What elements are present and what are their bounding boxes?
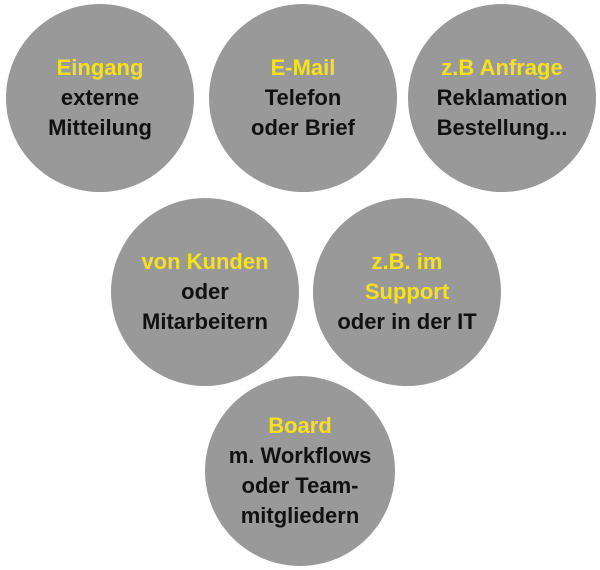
circle-body-text: mitgliedern (240, 503, 360, 528)
circle-support: z.B. im Support oder in der IT (313, 198, 501, 386)
circle-body-text: Bestellung... (436, 115, 568, 140)
circle-board: Board m. Workflows oder Team- mitglieder… (205, 376, 395, 566)
circle-highlight-text: E-Mail (270, 55, 336, 80)
circle-body-text: oder Team- (241, 473, 359, 498)
circle-highlight-text: von Kunden (141, 249, 269, 274)
circle-body-text: externe (60, 85, 140, 110)
circle-body-text: oder Brief (251, 115, 355, 140)
circle-highlight-text: z.B Anfrage (441, 55, 563, 80)
circle-body-text: Mitteilung (48, 115, 152, 140)
circle-body-text: m. Workflows (228, 443, 372, 468)
circle-body-text: Reklamation (436, 85, 568, 110)
circle-highlight-text: Board (268, 413, 332, 438)
circle-highlight-text: Eingang (56, 55, 144, 80)
circle-kunden: von Kunden oder Mitarbeitern (111, 198, 299, 386)
circle-email: E-Mail Telefon oder Brief (209, 4, 397, 192)
circle-eingang: Eingang externe Mitteilung (6, 4, 194, 192)
circle-anfrage: z.B Anfrage Reklamation Bestellung... (408, 4, 596, 192)
circle-body-text: oder in der IT (337, 309, 477, 334)
circle-highlight-text: z.B. im (371, 249, 443, 274)
circle-body-text: Mitarbeitern (142, 309, 268, 334)
circle-body-text: oder (181, 279, 229, 304)
circle-body-text: Telefon (264, 85, 342, 110)
circle-highlight-text: Support (364, 279, 450, 304)
